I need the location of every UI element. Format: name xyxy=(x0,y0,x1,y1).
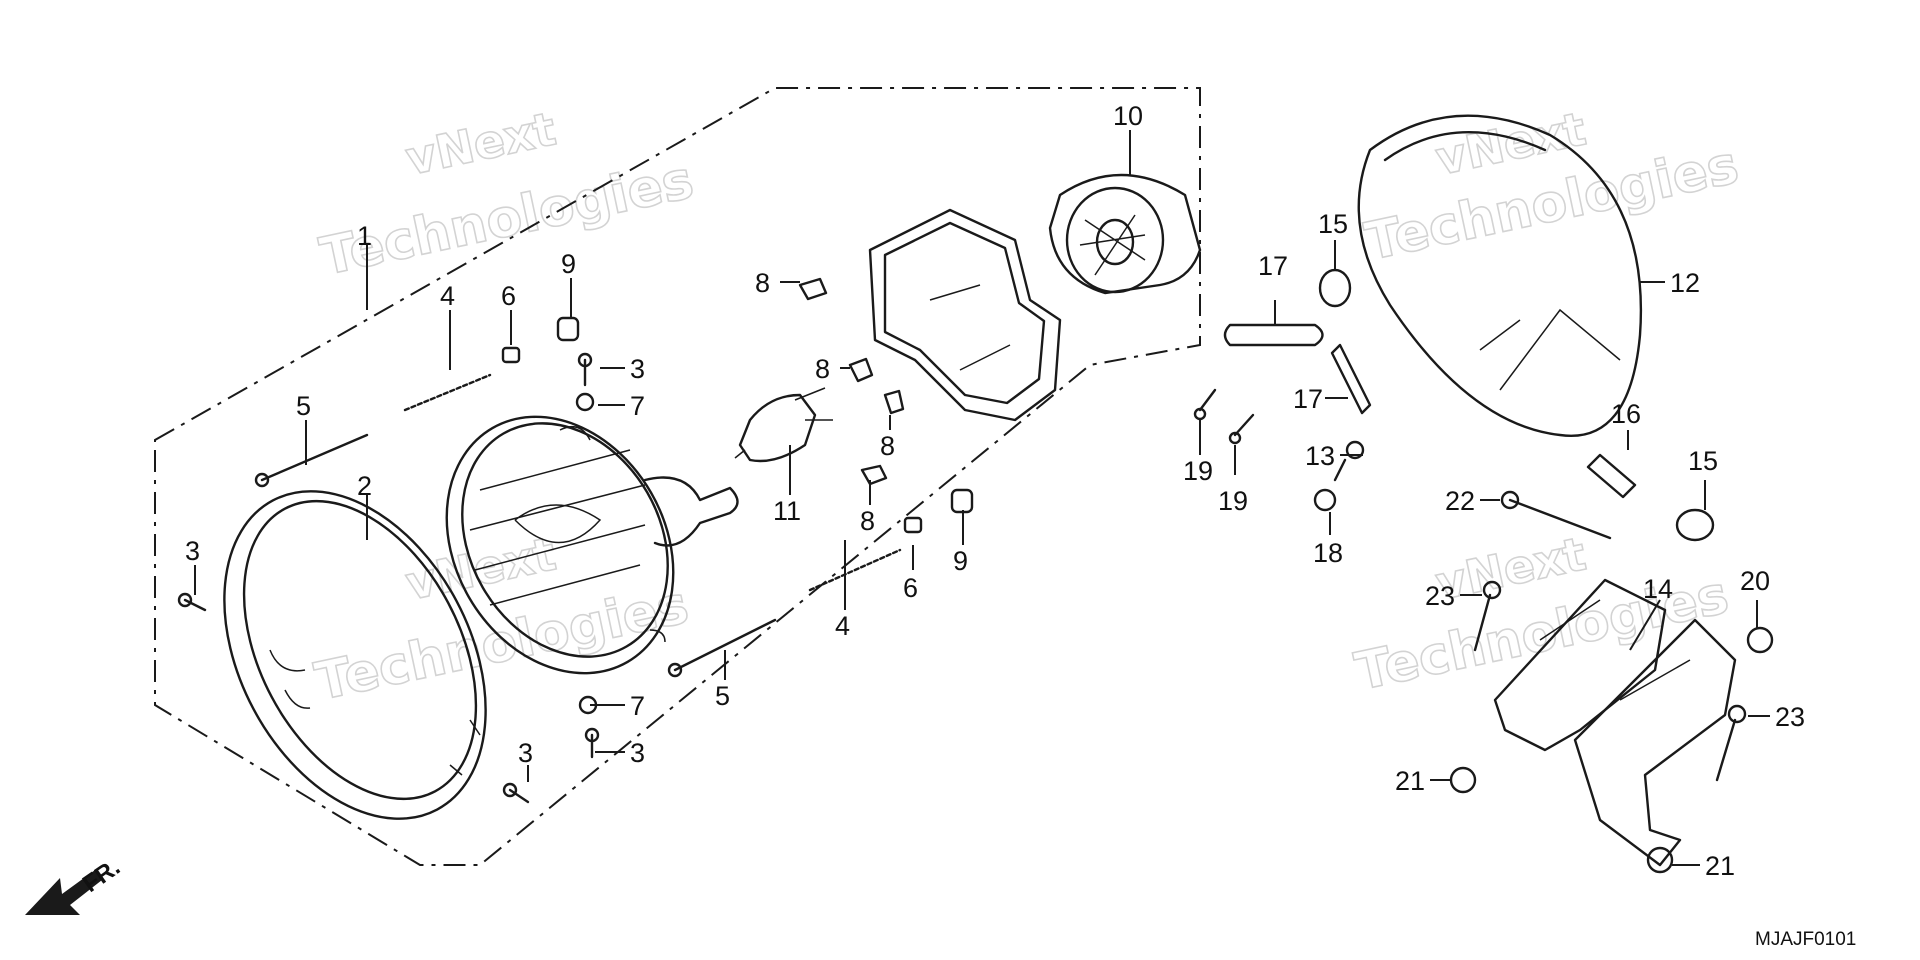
callout-3: 3 xyxy=(518,738,533,768)
mounting-bracket xyxy=(1493,578,1737,867)
callout-19: 19 xyxy=(1218,486,1248,516)
callout-4: 4 xyxy=(440,281,455,311)
callout-23: 23 xyxy=(1425,581,1455,611)
assembly-frame xyxy=(154,87,1201,866)
callout-22: 22 xyxy=(1445,486,1475,516)
callout-9: 9 xyxy=(953,546,968,576)
fasteners xyxy=(177,268,1774,874)
callout-6: 6 xyxy=(903,573,918,603)
callout-2: 2 xyxy=(357,471,372,501)
watermark-line2: Technologies xyxy=(315,150,698,288)
callout-21: 21 xyxy=(1395,766,1425,796)
callout-15: 15 xyxy=(1318,209,1348,239)
callout-5: 5 xyxy=(715,681,730,711)
callout-4: 4 xyxy=(835,611,850,641)
callout-17: 17 xyxy=(1293,384,1323,414)
headlight-rim xyxy=(223,490,487,820)
callout-8: 8 xyxy=(880,431,895,461)
headlight-unit xyxy=(445,415,739,675)
callout-9: 9 xyxy=(561,249,576,279)
rear-cover xyxy=(1048,173,1202,295)
callout-17: 17 xyxy=(1258,251,1288,281)
callout-21: 21 xyxy=(1705,851,1735,881)
headlight-bulb xyxy=(734,387,833,463)
headlight-case xyxy=(868,208,1062,422)
callout-19: 19 xyxy=(1183,456,1213,486)
front-direction-arrow: FR. xyxy=(25,854,125,915)
callout-7: 7 xyxy=(630,391,645,421)
watermark: vNext Technologies vNext Technologies vN… xyxy=(309,101,1744,714)
callout-12: 12 xyxy=(1670,268,1700,298)
callout-3: 3 xyxy=(630,738,645,768)
callout-23: 23 xyxy=(1775,702,1805,732)
leader-lines xyxy=(194,130,1770,866)
callout-18: 18 xyxy=(1313,538,1343,568)
callout-5: 5 xyxy=(296,391,311,421)
callout-8: 8 xyxy=(860,506,875,536)
callout-6: 6 xyxy=(501,281,516,311)
callout-3: 3 xyxy=(630,354,645,384)
callout-13: 13 xyxy=(1305,441,1335,471)
callout-11: 11 xyxy=(773,496,801,526)
callout-labels: 1 2 3 3 3 3 4 4 5 5 6 6 7 7 8 8 8 8 9 9 … xyxy=(185,101,1805,881)
diagram-code: MJAJF0101 xyxy=(1755,929,1856,950)
headlight-shell xyxy=(1357,114,1643,438)
callout-20: 20 xyxy=(1740,566,1770,596)
callout-14: 14 xyxy=(1643,574,1673,604)
callout-3: 3 xyxy=(185,536,200,566)
callout-7: 7 xyxy=(630,691,645,721)
callout-16: 16 xyxy=(1611,399,1641,429)
callout-10: 10 xyxy=(1113,101,1143,131)
callout-1: 1 xyxy=(357,221,372,251)
callout-15: 15 xyxy=(1688,446,1718,476)
callout-8: 8 xyxy=(815,354,830,384)
callout-8: 8 xyxy=(755,268,770,298)
watermark-line1: vNext xyxy=(401,101,560,185)
